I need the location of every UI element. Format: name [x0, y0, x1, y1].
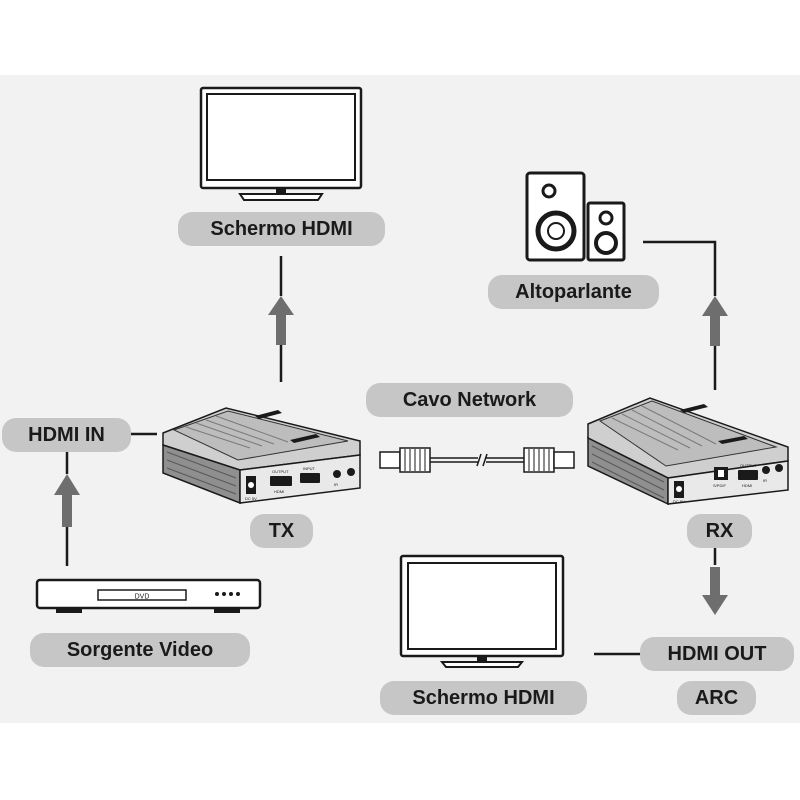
rx-dc-label: DC 5V [673, 499, 685, 504]
arrow-down-icon [702, 567, 728, 615]
network-cable-icon [379, 447, 575, 473]
arrow-up-icon [702, 296, 728, 346]
rx-port-hdmi-label: HDMI [742, 483, 752, 488]
dvd-label: DVD [135, 594, 150, 601]
label-hdmi-out: HDMI OUT [640, 637, 794, 671]
rx-port-spdif-label: S/PDIF [713, 483, 726, 488]
tx-port-hdmi-label: HDMI [274, 489, 284, 494]
label-hdmi-screen-top: Schermo HDMI [178, 212, 385, 246]
label-rx: RX [687, 514, 752, 548]
monitor-top-icon [199, 86, 363, 201]
tx-port-ir-label: IR [334, 482, 338, 487]
tx-port-output-label: OUTPUT [272, 469, 289, 474]
arrow-up-icon [268, 296, 294, 345]
tx-dc-label: DC 5V [245, 496, 257, 501]
monitor-bottom-icon [399, 554, 565, 668]
line-rx-to-speaker [643, 240, 717, 296]
speaker-icon [525, 171, 626, 262]
rx-port-ir-label: IR [763, 478, 767, 483]
dvd-player-icon: DVD [35, 578, 262, 613]
rx-device-icon: DC 5V S/PDIF OUTPUT HDMI IR [587, 397, 789, 506]
label-network-cable: Cavo Network [366, 383, 573, 417]
label-tx: TX [250, 514, 313, 548]
label-hdmi-screen-bottom: Schermo HDMI [380, 681, 587, 715]
label-video-source: Sorgente Video [30, 633, 250, 667]
arrow-up-icon [54, 474, 80, 527]
label-hdmi-in: HDMI IN [2, 418, 131, 452]
rx-port-output-label: OUTPUT [740, 463, 757, 468]
tx-device-icon: DC 5V OUTPUT HDMI INPUT IR [162, 407, 361, 505]
tx-port-input-label: INPUT [303, 466, 316, 471]
label-speaker: Altoparlante [488, 275, 659, 309]
label-arc: ARC [677, 681, 756, 715]
